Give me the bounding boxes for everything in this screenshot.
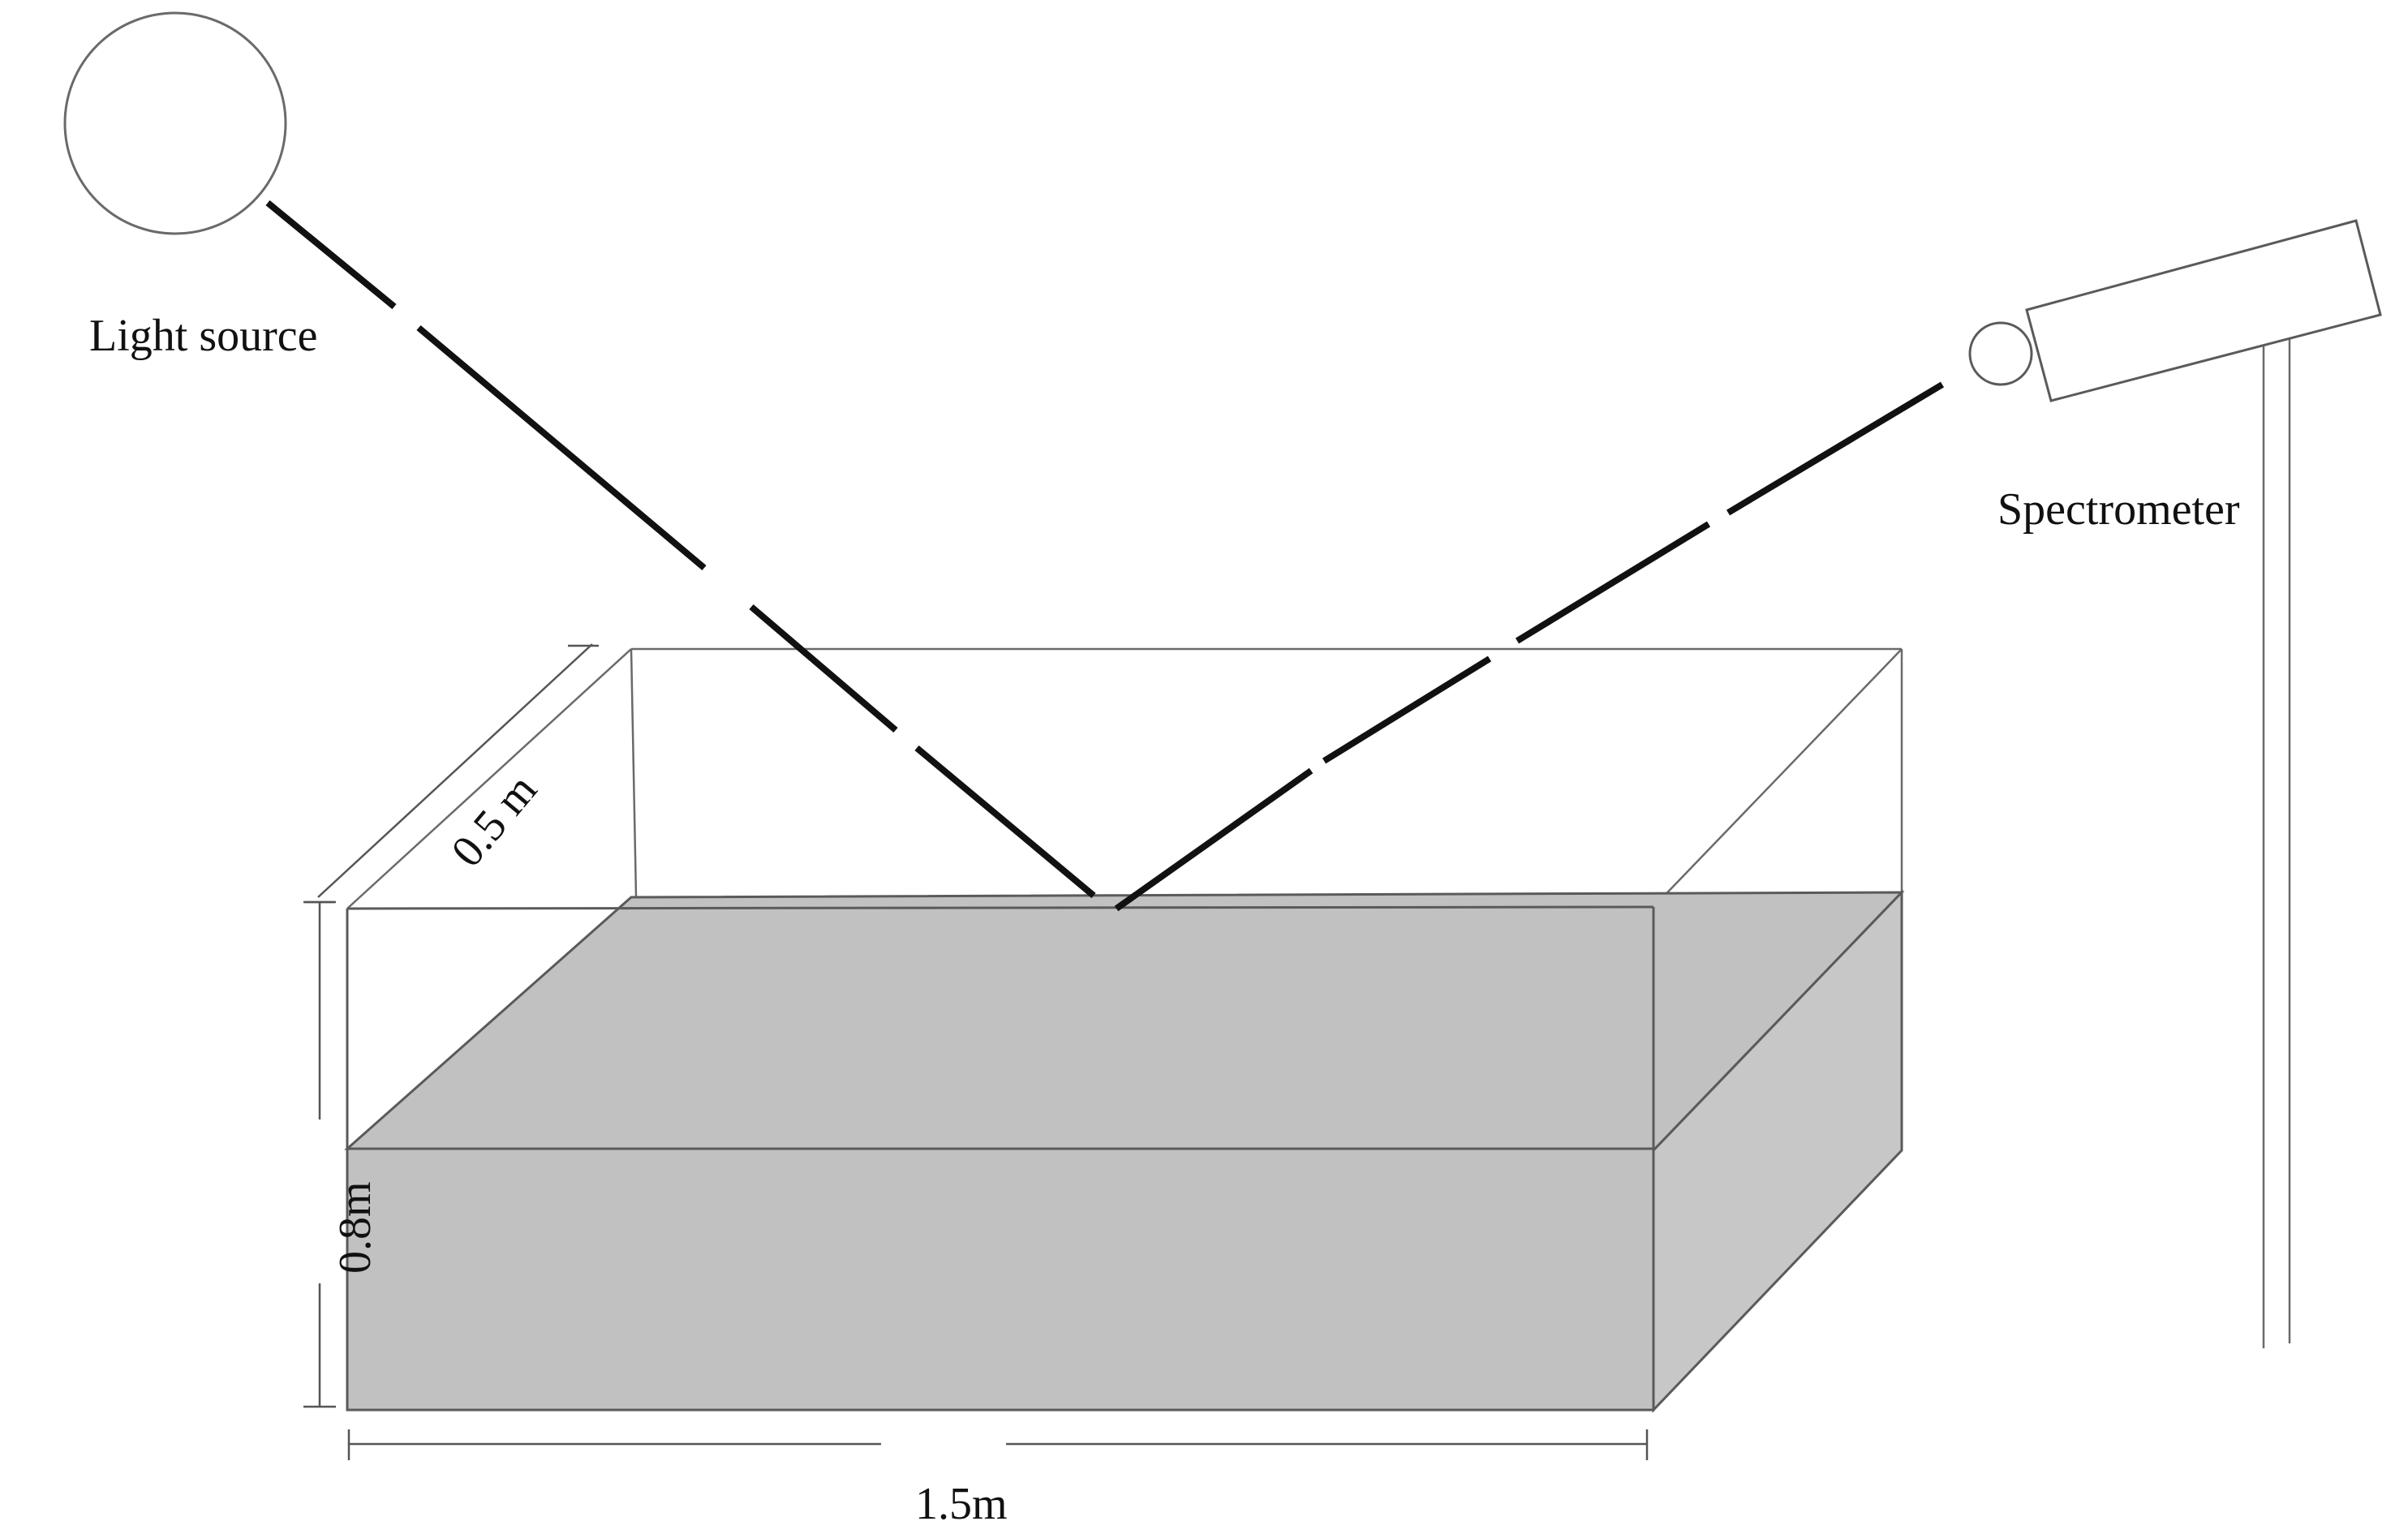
incident-beam <box>265 200 1096 899</box>
water-tank <box>344 647 1905 1413</box>
width-dimension <box>305 643 599 904</box>
light-source <box>63 11 287 235</box>
reflected-beam <box>1114 381 1945 912</box>
water-surface <box>344 891 1905 1152</box>
spectrometer-lens-icon <box>1968 321 2033 386</box>
light-source-label: Light source <box>89 311 317 361</box>
light-beams <box>265 200 1945 912</box>
width-label: 0.5 m <box>441 765 546 877</box>
spectrometer-label: Spectrometer <box>1997 484 2240 535</box>
water-front <box>346 1147 1655 1412</box>
light-source-bulb-icon <box>63 11 287 235</box>
length-dimension <box>347 1429 1649 1460</box>
height-label: 0.8m <box>330 1181 381 1274</box>
length-label: 1.5m <box>915 1479 1008 1529</box>
spectrometer-body-icon <box>2025 219 2382 402</box>
height-dimension <box>303 900 336 1408</box>
spectrometer <box>1968 219 2382 1348</box>
